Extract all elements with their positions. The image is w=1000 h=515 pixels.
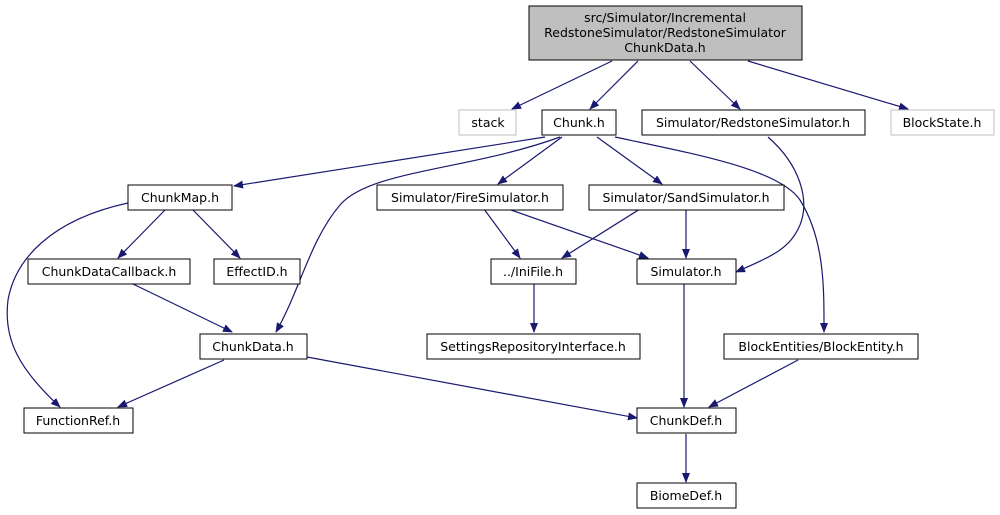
node-chunk-map-label: ChunkMap.h (141, 190, 219, 205)
edge-chunk-chunk-data (275, 136, 561, 333)
node-simulator-label: Simulator.h (650, 264, 721, 279)
node-block-state[interactable]: BlockState.h (890, 109, 995, 136)
node-sand-simulator-label: Simulator/SandSimulator.h (602, 190, 769, 205)
node-redstone-simulator[interactable]: Simulator/RedstoneSimulator.h (641, 109, 866, 136)
edge-block-entity-chunk-def (708, 359, 799, 408)
edge-chunk-data-function-ref (117, 359, 225, 408)
node-ini-file[interactable]: ../IniFile.h (490, 258, 577, 285)
edge-redstone-sim-simulator (735, 136, 805, 273)
node-redstone-simulator-label: Simulator/RedstoneSimulator.h (656, 115, 850, 130)
node-chunk-data-label: ChunkData.h (212, 339, 293, 354)
edge-chunk-map-effect-id (191, 208, 241, 259)
edge-chunk-chunk-map (233, 136, 546, 189)
edge-chunk-fire-sim (497, 136, 563, 185)
node-function-ref-label: FunctionRef.h (36, 413, 120, 428)
node-stack[interactable]: stack (458, 109, 517, 136)
node-effect-id[interactable]: EffectID.h (213, 258, 301, 285)
edge-chunk-data-callback-chunk-data (132, 283, 233, 333)
node-settings-repository-interface-label: SettingsRepositoryInterface.h (440, 339, 626, 354)
edge-root-stack (511, 60, 613, 110)
edge-fire-sim-simulator (507, 208, 649, 259)
node-block-entity[interactable]: BlockEntities/BlockEntity.h (723, 333, 919, 360)
node-chunk-map[interactable]: ChunkMap.h (127, 184, 233, 211)
edge-sand-sim-ini-file (561, 208, 641, 259)
node-block-entity-label: BlockEntities/BlockEntity.h (738, 339, 903, 354)
node-biome-def-label: BiomeDef.h (650, 488, 722, 503)
node-sand-simulator[interactable]: Simulator/SandSimulator.h (588, 184, 785, 211)
node-function-ref[interactable]: FunctionRef.h (23, 407, 134, 434)
edge-root-block-state (747, 60, 909, 111)
node-chunk[interactable]: Chunk.h (541, 109, 617, 136)
edge-chunk-block-entity (614, 136, 829, 333)
node-chunk-data-callback-label: ChunkDataCallback.h (42, 264, 177, 279)
node-root-line-2: RedstoneSimulator/RedstoneSimulator (544, 25, 787, 40)
node-chunk-def-label: ChunkDef.h (650, 413, 722, 428)
edge-chunk-map-function-ref (6, 202, 129, 408)
node-chunk-data[interactable]: ChunkData.h (199, 333, 308, 360)
node-settings-repository-interface[interactable]: SettingsRepositoryInterface.h (426, 333, 641, 360)
node-root-line-3: ChunkData.h (624, 40, 705, 55)
node-effect-id-label: EffectID.h (226, 264, 287, 279)
node-chunk-label: Chunk.h (553, 115, 605, 130)
node-block-state-label: BlockState.h (903, 115, 982, 130)
edge-root-redstone-sim (689, 60, 741, 110)
node-stack-label: stack (471, 115, 505, 130)
node-chunk-def[interactable]: ChunkDef.h (636, 407, 737, 434)
node-biome-def[interactable]: BiomeDef.h (636, 482, 737, 509)
node-fire-simulator[interactable]: Simulator/FireSimulator.h (376, 184, 564, 211)
node-ini-file-label: ../IniFile.h (503, 264, 563, 279)
node-chunk-data-callback[interactable]: ChunkDataCallback.h (27, 258, 191, 285)
edge-chunk-data-chunk-def (306, 356, 638, 421)
node-fire-simulator-label: Simulator/FireSimulator.h (391, 190, 549, 205)
node-root-line-1: src/Simulator/Incremental (584, 10, 746, 25)
edges (6, 60, 909, 483)
node-simulator[interactable]: Simulator.h (636, 258, 737, 285)
node-root[interactable]: src/Simulator/Incremental RedstoneSimula… (528, 5, 803, 61)
edge-fire-sim-ini-file (483, 208, 521, 259)
edge-chunk-map-chunk-data-callback (117, 208, 167, 259)
edge-chunk-sand-sim (596, 136, 663, 185)
edge-root-chunk (589, 60, 639, 110)
